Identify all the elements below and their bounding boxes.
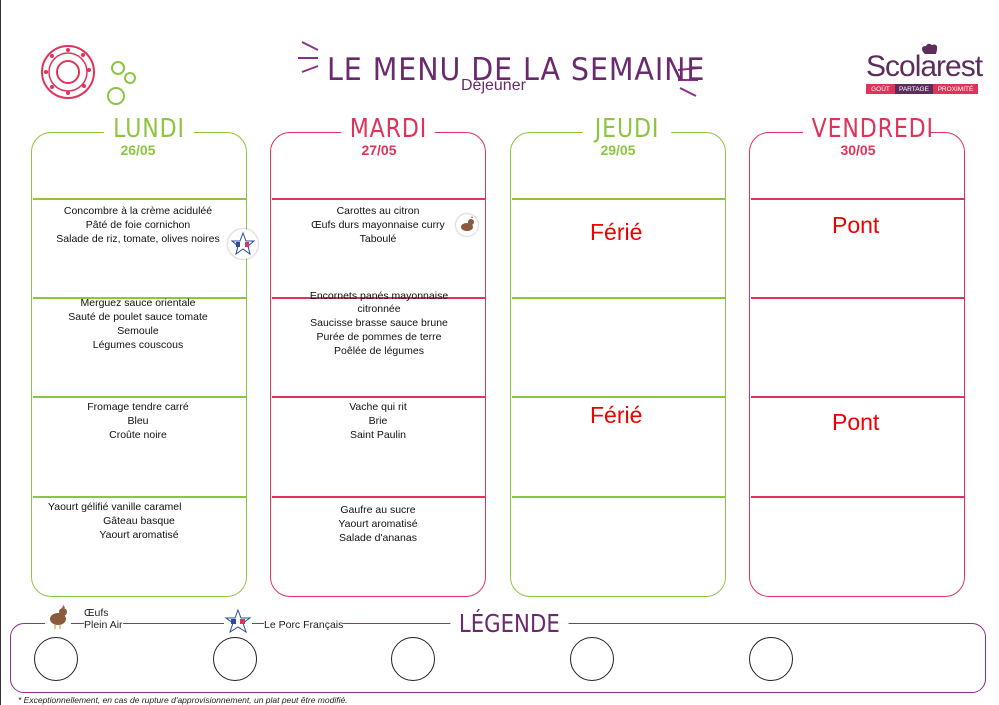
legend-slot bbox=[749, 637, 793, 681]
separator bbox=[33, 496, 246, 498]
legend-slot bbox=[570, 637, 614, 681]
lundi-mains: Merguez sauce orientale Sauté de poulet … bbox=[40, 296, 236, 352]
porc-francais-icon bbox=[224, 608, 252, 636]
page-subtitle: Déjeuner bbox=[461, 77, 526, 94]
separator bbox=[33, 297, 246, 299]
tagline-proximite: PROXIMITÉ bbox=[932, 84, 978, 94]
closure-label-jeudi-top: Férié bbox=[590, 219, 643, 245]
oeufs-badge bbox=[456, 214, 478, 236]
tagline-partage: PARTAGE bbox=[895, 84, 933, 94]
chef-hat-icon bbox=[922, 43, 938, 54]
separator bbox=[512, 297, 725, 299]
menu-item: Vache qui rit bbox=[349, 401, 407, 413]
day-date-mardi: 27/05 bbox=[361, 142, 397, 158]
menu-item: Concombre à la crème aciduléé bbox=[63, 205, 213, 217]
mardi-cheese: Vache qui rit Brie Saint Paulin bbox=[278, 400, 478, 442]
legend-title: LÉGENDE bbox=[450, 609, 569, 638]
menu-item: Gaufre au sucre bbox=[340, 504, 416, 516]
separator bbox=[33, 198, 246, 200]
day-date-vendredi: 30/05 bbox=[840, 142, 876, 158]
menu-item: Poêlée de légumes bbox=[334, 345, 424, 357]
separator bbox=[751, 396, 964, 398]
menu-item: Merguez sauce orientale bbox=[80, 297, 196, 309]
menu-item: Sauté de poulet sauce tomate bbox=[68, 311, 208, 323]
separator bbox=[33, 396, 246, 398]
hen-icon bbox=[45, 604, 71, 630]
separator bbox=[512, 396, 725, 398]
menu-item: Yaourt aromatisé bbox=[99, 529, 179, 541]
separator bbox=[272, 496, 485, 498]
menu-item: Salade d'ananas bbox=[339, 532, 417, 544]
legend-label-oeufs: Œufs Plein Air bbox=[84, 607, 123, 631]
closure-label-vendredi-top: Pont bbox=[832, 212, 880, 238]
separator bbox=[272, 297, 485, 299]
legend-slot bbox=[391, 637, 435, 681]
lundi-dessert: Yaourt gélifié vanille caramel Gâteau ba… bbox=[34, 500, 244, 542]
brand-name: Scolarest bbox=[866, 50, 983, 83]
closure-label-jeudi-mid: Férié bbox=[590, 402, 643, 428]
day-name-jeudi: JEUDI bbox=[582, 114, 672, 144]
separator bbox=[751, 496, 964, 498]
day-date-lundi: 26/05 bbox=[120, 142, 156, 158]
closure-label-vendredi-mid: Pont bbox=[832, 409, 880, 435]
menu-item: Saint Paulin bbox=[349, 429, 407, 441]
day-date-jeudi: 29/05 bbox=[600, 142, 636, 158]
lundi-starters: Concombre à la crème aciduléé Pâté de fo… bbox=[40, 204, 236, 246]
title-left-strokes-icon bbox=[298, 41, 319, 73]
menu-item: Brie bbox=[368, 415, 388, 427]
legend-slot bbox=[34, 637, 78, 681]
separator bbox=[751, 198, 964, 200]
page-title: LE MENU DE LA SEMAINE bbox=[327, 52, 706, 88]
day-name-vendredi: VENDREDI bbox=[803, 114, 933, 144]
lundi-cheese: Fromage tendre carré Bleu Croûte noire bbox=[40, 400, 236, 442]
separator bbox=[512, 198, 725, 200]
day-name-mardi: MARDI bbox=[341, 114, 435, 144]
legend-slot bbox=[213, 637, 257, 681]
day-column-vendredi bbox=[749, 132, 965, 597]
menu-item: Légumes couscous bbox=[92, 339, 184, 351]
menu-item: Œufs durs mayonnaise curry bbox=[311, 219, 445, 231]
mardi-mains: Encornets panés mayonnaise citronnée Sau… bbox=[274, 290, 484, 358]
hen-icon bbox=[461, 216, 474, 231]
mardi-starters: Carottes au citron Œufs durs mayonnaise … bbox=[278, 204, 478, 246]
menu-item: Purée de pommes de terre bbox=[316, 331, 442, 343]
menu-item: Carottes au citron bbox=[336, 205, 420, 217]
day-column-jeudi bbox=[510, 132, 726, 597]
menu-item: Croûte noire bbox=[109, 429, 167, 441]
day-name-lundi: LUNDI bbox=[103, 114, 195, 144]
separator bbox=[272, 198, 485, 200]
separator bbox=[751, 297, 964, 299]
menu-item: Saucisse brasse sauce brune bbox=[310, 317, 448, 329]
brand-tagline: GOÛT PARTAGE PROXIMITÉ bbox=[866, 84, 978, 94]
menu-item: Semoule bbox=[117, 325, 159, 337]
menu-item: Fromage tendre carré bbox=[87, 401, 189, 413]
separator bbox=[272, 396, 485, 398]
porc-francais-icon bbox=[230, 231, 256, 256]
separator bbox=[512, 496, 725, 498]
page-left-border bbox=[0, 0, 1, 705]
porc-francais-badge bbox=[228, 229, 258, 259]
legend-label-porc: Le Porc Français bbox=[264, 619, 344, 631]
menu-item: Encornets panés mayonnaise citronnée bbox=[309, 290, 449, 315]
menu-item: Salade de riz, tomate, olives noires bbox=[56, 233, 220, 245]
menu-item: Pâté de foie cornichon bbox=[85, 219, 191, 231]
menu-item: Gâteau basque bbox=[103, 515, 175, 527]
menu-item: Bleu bbox=[127, 415, 149, 427]
menu-item: Yaourt aromatisé bbox=[338, 518, 418, 530]
menu-item: Taboulé bbox=[359, 233, 397, 245]
tagline-gout: GOÛT bbox=[866, 84, 895, 94]
menu-item: Yaourt gélifié vanille caramel bbox=[48, 501, 182, 513]
footnote: * Exceptionnellement, en cas de rupture … bbox=[18, 695, 348, 705]
title-right-strokes-icon bbox=[677, 67, 699, 97]
mardi-dessert: Gaufre au sucre Yaourt aromatisé Salade … bbox=[278, 503, 478, 545]
plate-logo-icon bbox=[41, 45, 136, 105]
